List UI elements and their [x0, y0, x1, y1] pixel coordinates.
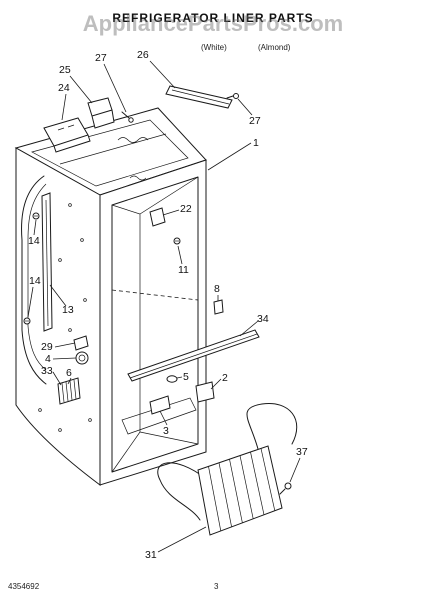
shelf-divider-line: [111, 289, 199, 301]
callout-11: 11: [178, 264, 189, 276]
callout-26: 26: [137, 49, 149, 61]
callout-34: 34: [257, 313, 269, 325]
callout-33: 33: [41, 365, 53, 377]
part-25-bracket: [87, 97, 115, 129]
callout-14-a: 14: [28, 235, 40, 247]
callout-25: 25: [59, 64, 71, 76]
part-34-channel: [127, 329, 260, 382]
callout-2: 2: [222, 372, 228, 384]
page-title: REFRIGERATOR LINER PARTS: [112, 11, 313, 25]
part-29-bracket: [73, 335, 89, 351]
top-bump: [129, 175, 147, 181]
callout-37: 37: [296, 446, 308, 458]
top-inner-panel: [31, 119, 189, 187]
callout-22: 22: [180, 203, 192, 215]
part-31-heater: [157, 403, 298, 536]
part-27-screw-right: [226, 93, 239, 99]
part-22-clip: [149, 207, 166, 227]
callout-29: 29: [41, 341, 53, 353]
part-37-screw: [279, 482, 292, 495]
variant-white: (White): [201, 43, 227, 52]
heater-panel-ribs: [208, 448, 276, 532]
part-14-screw-upper: [32, 212, 40, 220]
heater-wire-left: [157, 462, 206, 521]
callout-1: 1: [253, 137, 259, 149]
callout-3: 3: [163, 425, 169, 437]
callout-27-b: 27: [249, 115, 261, 127]
part-11-screw: [173, 237, 181, 245]
left-wall-holes: [38, 203, 92, 432]
part-26-rail-edge: [171, 89, 230, 105]
part-3-bracket: [149, 395, 171, 415]
callout-8: 8: [214, 283, 220, 295]
part-34-channel-edge: [129, 333, 258, 379]
part-4-knob: [75, 351, 89, 365]
callouts: 25 24 27 26 27 1 22 14 11 14 13 8 34 29 …: [28, 49, 308, 561]
page-number: 3: [214, 582, 219, 591]
part-27-screw-left: [121, 111, 134, 123]
part-24-bracket: [43, 117, 91, 153]
heater-loop-outer: [21, 175, 47, 385]
part-26-rail: [165, 85, 233, 109]
callout-14-b: 14: [29, 275, 41, 287]
callout-13: 13: [62, 304, 74, 316]
cabinet-left-wall: [15, 147, 101, 487]
part-24-detail: [57, 124, 75, 131]
part-2-bracket: [195, 381, 215, 403]
callout-4: 4: [45, 353, 51, 365]
callout-24: 24: [58, 82, 70, 94]
document-number: 4354692: [8, 582, 40, 591]
heater-panel: [197, 445, 283, 536]
part-14-screw-lower: [23, 317, 31, 325]
variant-almond: (Almond): [258, 43, 291, 52]
watermark: AppliancePartsPros.com: [83, 11, 343, 36]
part-6-grille: [57, 377, 81, 405]
part-5-plug: [166, 375, 178, 383]
callout-27-a: 27: [95, 52, 107, 64]
heater-loop-inner: [27, 183, 47, 371]
callout-31: 31: [145, 549, 157, 561]
leader-lines: [27, 60, 301, 553]
top-ribs: [59, 133, 167, 165]
interior-back-edges: [111, 176, 199, 473]
part-13-channel-groove: [45, 199, 49, 327]
liner-cabinet: [14, 107, 207, 487]
heater-wire-upper: [246, 403, 298, 450]
callout-5: 5: [183, 371, 189, 383]
callout-6: 6: [66, 367, 72, 379]
part-8-bracket: [213, 299, 224, 315]
